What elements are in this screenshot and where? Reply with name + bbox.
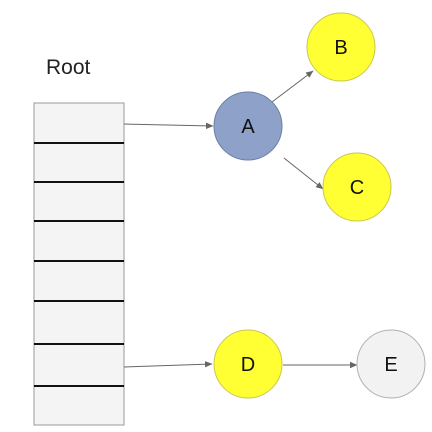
edges bbox=[123, 70, 358, 369]
node-e-label: E bbox=[384, 354, 397, 376]
node-d: D bbox=[213, 329, 283, 399]
edge-root-to-a bbox=[123, 122, 214, 130]
node-c-label: C bbox=[350, 177, 364, 199]
node-e-circle bbox=[356, 329, 426, 399]
node-c: C bbox=[322, 152, 392, 222]
root-stack-frame bbox=[33, 102, 125, 426]
root-label: Root bbox=[46, 56, 91, 79]
root-stack-dividers bbox=[34, 142, 124, 387]
node-a-label: A bbox=[241, 116, 255, 138]
node-c-circle bbox=[322, 152, 392, 222]
node-d-circle bbox=[213, 329, 283, 399]
node-a-circle bbox=[213, 91, 283, 161]
root-stack bbox=[33, 102, 125, 426]
node-b: B bbox=[306, 12, 376, 82]
node-b-circle bbox=[306, 12, 376, 82]
edge-a-to-c bbox=[283, 157, 324, 190]
edge-a-to-b bbox=[271, 70, 314, 103]
node-a: A bbox=[213, 91, 283, 161]
node-e: E bbox=[356, 329, 426, 399]
node-d-label: D bbox=[241, 354, 255, 376]
edge-root-to-d bbox=[123, 361, 213, 368]
node-b-label: B bbox=[334, 37, 347, 59]
